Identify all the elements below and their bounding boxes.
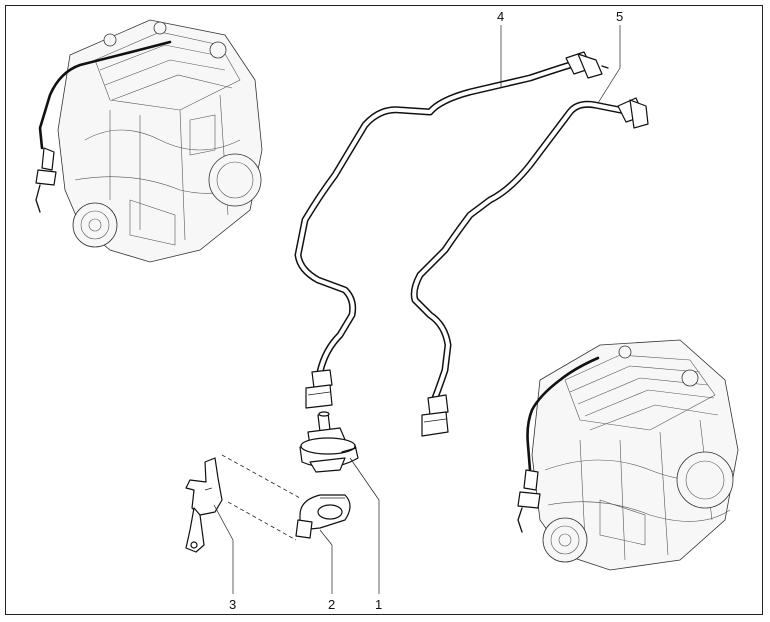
engine-top-left [35,19,263,263]
hose-4 [294,51,609,409]
part-3-bracket [185,457,223,553]
callout-1: 1 [375,597,383,612]
callout-5: 5 [616,9,624,24]
part-2-clamp [295,494,351,539]
callout-2: 2 [328,597,336,612]
part-1-valve [299,411,359,473]
callout-4: 4 [497,9,505,24]
leader-lines [213,25,621,594]
engine-bottom-right [517,339,739,571]
alignment-lines [221,454,301,541]
hose-5 [410,97,649,437]
callout-3: 3 [229,597,237,612]
